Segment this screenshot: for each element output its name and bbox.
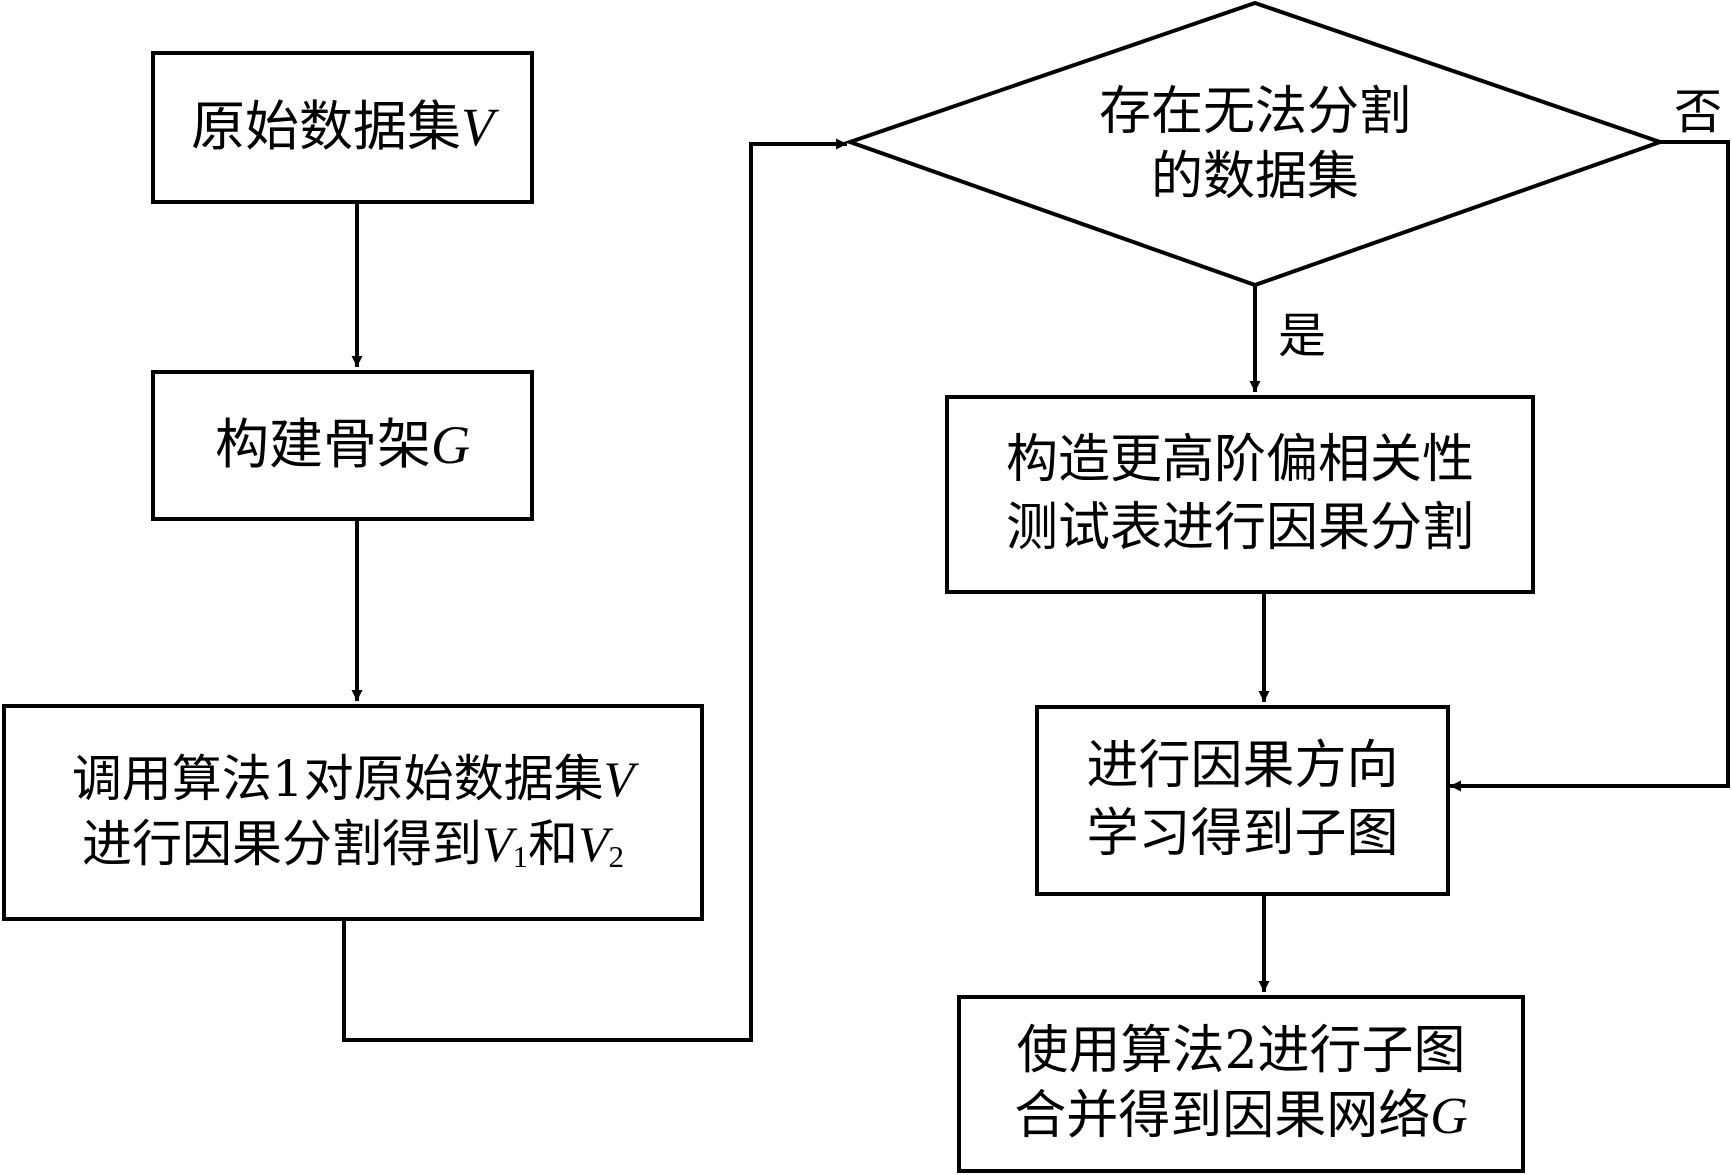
decision-line1: 存在无法分割	[1098, 82, 1411, 142]
decision-text: 存在无法分割 的数据集	[960, 70, 1550, 220]
arrow-algo1-to-decision	[342, 138, 847, 1042]
algo1-line1-text: 调用算法1对原始数据集	[71, 750, 604, 809]
build-skeleton-var: G	[431, 415, 470, 476]
node-build-skeleton: 构建骨架G	[151, 370, 534, 521]
higher-order-line2: 测试表进行因果分割	[1005, 497, 1474, 558]
merge-line1: 使用算法2进行子图	[1016, 1021, 1466, 1081]
build-skeleton-label: 构建骨架G	[215, 413, 470, 478]
node-higher-order-test: 构造更高阶偏相关性 测试表进行因果分割	[945, 395, 1535, 594]
algo1-v1-var: V	[481, 816, 513, 873]
algo1-line2: 进行因果分割得到V1和V2	[82, 812, 624, 877]
node-direction-learning: 进行因果方向 学习得到子图	[1035, 705, 1450, 896]
original-dataset-var: V	[461, 97, 494, 158]
direction-line2: 学习得到子图	[1086, 803, 1399, 864]
node-algo1-split: 调用算法1对原始数据集V 进行因果分割得到V1和V2	[2, 704, 704, 921]
algo1-v2-var: V	[578, 816, 609, 873]
algo1-line1-var: V	[603, 751, 635, 808]
merge-line2-text: 合并得到因果网络	[1014, 1086, 1431, 1146]
algo1-v2-sub: 2	[608, 839, 625, 875]
yes-label: 是	[1278, 308, 1327, 364]
higher-order-line1: 构造更高阶偏相关性	[1005, 429, 1474, 490]
original-dataset-label: 原始数据集V	[191, 95, 494, 160]
build-skeleton-text: 构建骨架	[215, 413, 431, 477]
algo1-line2-text: 进行因果分割得到	[81, 815, 482, 874]
algo1-line1: 调用算法1对原始数据集V	[72, 747, 634, 812]
no-label: 否	[1674, 84, 1723, 140]
merge-line2-var: G	[1430, 1088, 1468, 1145]
arrow-decision-no	[1450, 140, 1730, 792]
decision-diamond	[843, 0, 1667, 288]
original-dataset-text: 原始数据集	[191, 95, 461, 159]
decision-line2: 的数据集	[1150, 147, 1359, 207]
merge-line2: 合并得到因果网络G	[1014, 1084, 1468, 1149]
direction-line1: 进行因果方向	[1086, 735, 1399, 796]
algo1-conj: 和	[528, 815, 578, 874]
node-original-dataset: 原始数据集V	[151, 51, 534, 204]
algo1-v1-sub: 1	[512, 839, 529, 875]
node-merge-subgraphs: 使用算法2进行子图 合并得到因果网络G	[957, 995, 1525, 1173]
